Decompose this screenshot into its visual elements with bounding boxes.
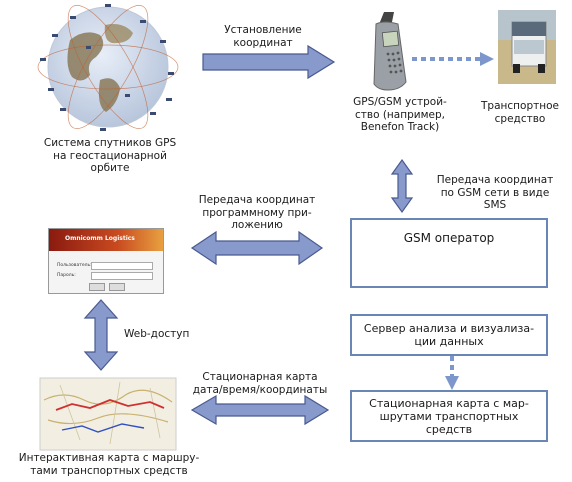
username-field[interactable] [91,262,153,270]
gps-device-label: GPS/GSM устрой- ство (например, Benefon … [353,96,447,133]
server-box: Сервер анализа и визуализа- ции данных [350,314,548,356]
gps-globe-icon [37,4,179,131]
gps-gsm-phone-icon [373,12,407,91]
interactive-map-thumbnail [39,377,177,451]
cancel-button[interactable] [109,283,125,291]
stationary-map-text: Стационарная карта с мар- шрутами трансп… [369,396,529,436]
arrow-gps-to-device [202,44,336,80]
truck-icon [498,10,556,84]
server-text: Сервер анализа и визуализа- ции данных [363,322,535,348]
arrow-device-gsm [390,158,414,214]
interactive-map-label: Интерактивная карта с маршру- тами транс… [18,452,200,477]
establish-coords-label: Установление координат [224,24,302,49]
vehicle-label: Транспортное средство [481,100,559,125]
arrow-app-gsm [190,230,324,266]
app-login-window: Omnicomm Logistics Пользователь: Пароль: [48,228,164,294]
gsm-operator-box: GSM оператор [350,218,548,288]
stationary-map-box: Стационарная карта с мар- шрутами трансп… [350,390,548,442]
arrow-map-stationary [190,394,330,426]
stationary-map-coords-label: Стационарная карта дата/время/координаты [192,371,328,396]
password-label: Пароль: [57,273,76,278]
gsm-operator-title: GSM оператор [403,231,495,245]
sms-transfer-label: Передача координат по GSM сети в виде SM… [436,174,554,211]
app-transfer-label: Передача координат программному при- лож… [198,194,316,231]
password-field[interactable] [91,272,153,280]
username-label: Пользователь: [57,263,92,268]
gps-system-label: Система спутников GPS на геостационарной… [43,137,177,174]
web-access-label: Web-доступ [124,328,190,340]
arrow-web-access [83,299,119,371]
login-button[interactable] [89,283,105,291]
app-header: Omnicomm Logistics [49,229,163,251]
app-logo-text: Omnicomm Logistics [65,235,135,242]
